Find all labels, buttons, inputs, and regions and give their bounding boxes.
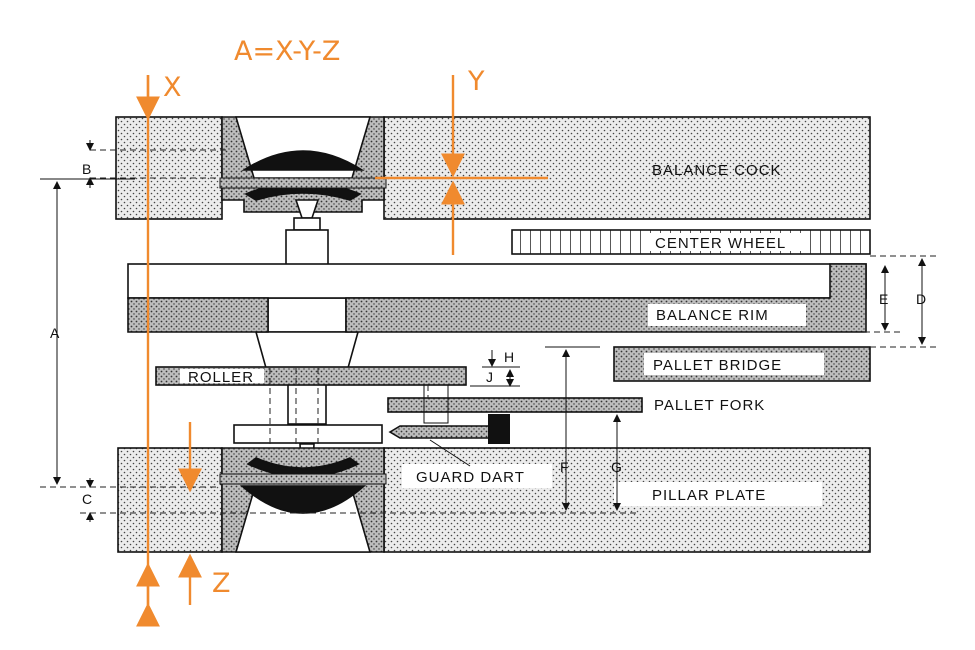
dimension-lines <box>40 140 926 522</box>
balance-cock-label: BALANCE COCK <box>652 162 782 179</box>
center-wheel-label: CENTER WHEEL <box>655 235 786 252</box>
pillar-plate-label: PILLAR PLATE <box>652 487 766 504</box>
measurement-overlay <box>136 75 548 627</box>
dim-c-label: C <box>82 491 92 507</box>
guard-dart-leader <box>429 439 471 467</box>
dim-b-label: B <box>82 161 91 177</box>
dim-e-label: E <box>879 291 888 307</box>
dim-d-label: D <box>916 291 926 307</box>
pallet-bridge-label: PALLET BRIDGE <box>653 357 782 374</box>
pallet-bridge <box>613 346 871 382</box>
dim-a-label: A <box>50 325 60 341</box>
dim-g-label: G <box>611 459 622 475</box>
x-axis-label: X <box>163 72 182 103</box>
pallet-fork-label: PALLET FORK <box>654 397 765 414</box>
pillar-plate <box>117 447 871 553</box>
dim-h-label: H <box>504 349 514 365</box>
dim-j-label: J <box>486 369 493 385</box>
roller-label: ROLLER <box>188 369 254 386</box>
table-roller <box>233 424 383 444</box>
z-axis-label: Z <box>212 568 231 599</box>
balance-cock <box>115 116 871 220</box>
guard-dart-label: GUARD DART <box>416 469 525 486</box>
center-wheel <box>511 229 871 255</box>
roller <box>155 366 467 386</box>
dim-f-label: F <box>560 459 569 475</box>
pallet-fork <box>387 384 643 444</box>
formula-label: A=X-Y-Z <box>234 36 340 67</box>
y-axis-label: Y <box>467 66 485 97</box>
balance-rim <box>127 263 867 333</box>
balance-rim-label: BALANCE RIM <box>656 307 769 324</box>
